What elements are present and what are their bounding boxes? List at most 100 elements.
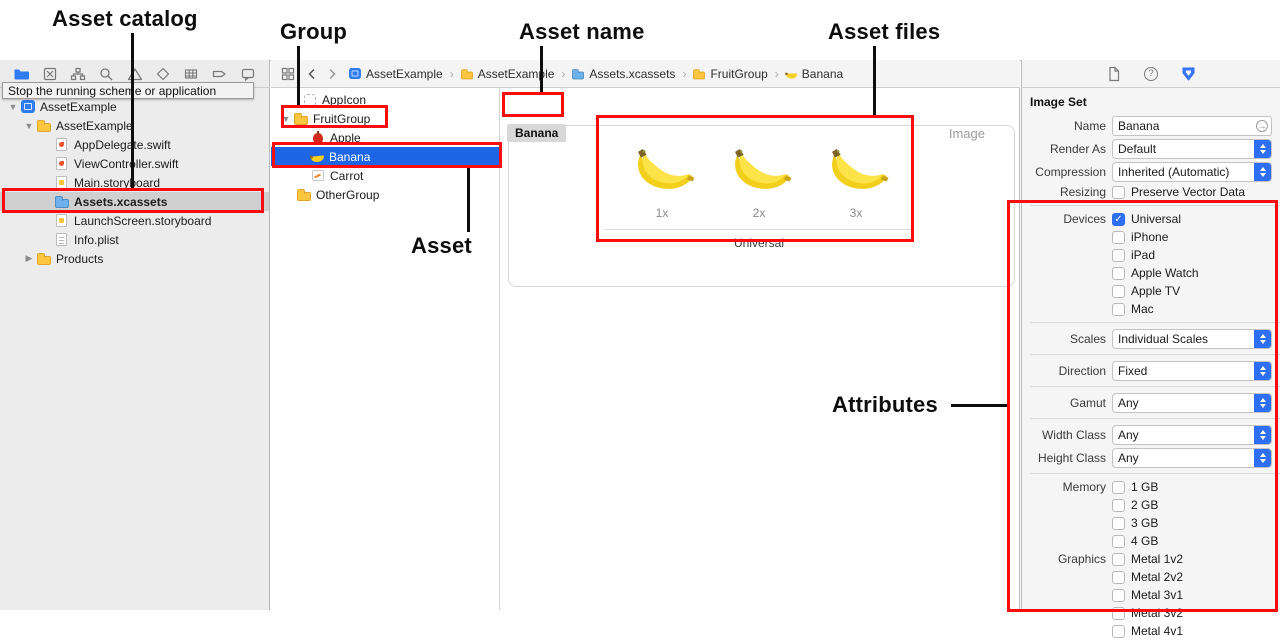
graphics-metal3v1-checkbox[interactable] [1112,588,1125,602]
name-label: Name [1073,118,1106,133]
breadcrumb-separator: › [449,66,454,81]
disclosure-triangle-icon[interactable] [8,102,18,112]
list-item-appicon[interactable]: AppIcon [271,90,499,109]
breakpoint-navigator-icon[interactable] [211,65,228,82]
render-as-label: Render As [1049,141,1106,156]
tree-item-viewcontroller[interactable]: ViewController.swift [0,154,269,173]
disclosure-triangle-icon[interactable] [24,121,34,131]
list-item-apple[interactable]: Apple [271,128,499,147]
device-apple-watch-checkbox[interactable] [1112,266,1125,280]
apple-thumbnail-icon [313,130,323,144]
breadcrumb-fruitgroup[interactable]: FruitGroup [692,67,768,81]
project-navigator-icon[interactable] [13,65,30,82]
grid-view-icon[interactable] [280,66,296,82]
image-set-card [508,125,1015,287]
symbol-navigator-icon[interactable] [70,65,87,82]
popup-stepper-icon [1254,162,1271,181]
name-field[interactable]: Banana [1112,115,1272,136]
file-inspector-icon[interactable] [1105,65,1122,82]
attributes-inspector-icon[interactable] [1180,65,1197,82]
swift-file-icon [56,157,67,170]
find-navigator-icon[interactable] [98,65,115,82]
device-apple-tv-checkbox[interactable] [1112,284,1125,298]
annotation-line-attributes [951,404,1007,407]
list-item-banana[interactable]: Banana [271,147,499,166]
breadcrumb-group-folder[interactable]: AssetExample [460,67,554,81]
asset-editor: Banana Image 1x 2x 3x Universal [501,88,1020,610]
back-button[interactable] [305,66,319,82]
storyboard-file-icon [56,176,67,189]
scales-popup[interactable]: Individual Scales [1112,328,1272,349]
navigate-arrow-icon[interactable] [1256,119,1268,132]
graphics-metal1v2-checkbox[interactable] [1112,552,1125,566]
annotation-line-asset-catalog [131,33,134,188]
memory-3gb-checkbox[interactable] [1112,516,1125,530]
device-ipad-checkbox[interactable] [1112,248,1125,262]
section-divider [1030,205,1280,206]
stop-scheme-tooltip: Stop the running scheme or application [2,82,254,99]
device-iphone-checkbox[interactable] [1112,230,1125,244]
breadcrumb-banana[interactable]: Banana [784,67,843,81]
memory-2gb-checkbox[interactable] [1112,498,1125,512]
compression-label: Compression [1035,164,1106,179]
graphics-metal2v2-checkbox[interactable] [1112,570,1125,584]
tree-item-assetexample-folder[interactable]: AssetExample [0,116,269,135]
banana-thumbnail-icon [310,155,325,163]
preserve-vector-data-checkbox[interactable] [1112,185,1125,199]
image-slot-2x[interactable]: 2x [711,148,807,220]
tree-item-main-storyboard[interactable]: Main.storyboard [0,173,269,192]
tree-item-assets-xcassets[interactable]: Assets.xcassets [0,192,269,211]
tree-item-info-plist[interactable]: Info.plist [0,230,269,249]
breadcrumb-asset-catalog[interactable]: Assets.xcassets [571,67,675,81]
device-universal-checkbox[interactable] [1112,212,1125,226]
compression-popup[interactable]: Inherited (Automatic) [1112,161,1272,182]
banana-image [638,148,695,189]
breadcrumb-project[interactable]: AssetExample [348,67,443,81]
width-class-popup[interactable]: Any [1112,424,1272,445]
annotation-group: Group [280,19,347,44]
direction-popup[interactable]: Fixed [1112,360,1272,381]
disclosure-triangle-icon[interactable] [24,253,34,264]
device-mac-checkbox[interactable] [1112,302,1125,316]
list-item-fruitgroup[interactable]: FruitGroup [271,109,499,128]
inspector-toolbar [1021,60,1280,88]
idiom-label: Universal [733,236,784,250]
memory-4gb-checkbox[interactable] [1112,534,1125,548]
height-class-popup[interactable]: Any [1112,447,1272,468]
report-navigator-icon[interactable] [239,65,256,82]
popup-stepper-icon [1254,448,1271,467]
tree-item-appdelegate[interactable]: AppDelegate.swift [0,135,269,154]
folder-icon [460,68,473,79]
image-slots: 1x 2x 3x Universal [600,148,918,250]
popup-stepper-icon [1254,329,1271,348]
render-as-popup[interactable]: Default [1112,138,1272,159]
asset-name-title: Banana [507,124,567,142]
tree-item-project[interactable]: AssetExample [0,97,269,116]
asset-catalog-icon [572,68,585,79]
memory-1gb-checkbox[interactable] [1112,480,1125,494]
test-navigator-icon[interactable] [154,65,171,82]
plist-file-icon [56,233,67,246]
disclosure-triangle-icon[interactable] [281,114,291,124]
forward-button[interactable] [325,66,339,82]
storyboard-file-icon [56,214,67,227]
image-slot-3x[interactable]: 3x [808,148,904,220]
debug-navigator-icon[interactable] [183,65,200,82]
image-slot-1x[interactable]: 1x [614,148,710,220]
gamut-popup[interactable]: Any [1112,392,1272,413]
tree-item-launchscreen[interactable]: LaunchScreen.storyboard [0,211,269,230]
list-item-othergroup[interactable]: OtherGroup [271,185,499,204]
graphics-metal4v1-checkbox[interactable] [1112,624,1125,638]
source-control-icon[interactable] [41,65,58,82]
help-icon[interactable] [1144,66,1158,81]
section-divider [1030,322,1280,323]
banana-image [832,148,889,189]
tree-item-products[interactable]: Products [0,249,269,268]
project-icon [349,67,361,80]
height-class-label: Height Class [1037,450,1106,465]
list-item-carrot[interactable]: Carrot [271,166,499,185]
issue-navigator-icon[interactable] [126,65,143,82]
graphics-metal3v2-checkbox[interactable] [1112,606,1125,620]
asset-type-label: Image [948,126,985,141]
scales-label: Scales [1069,331,1106,346]
